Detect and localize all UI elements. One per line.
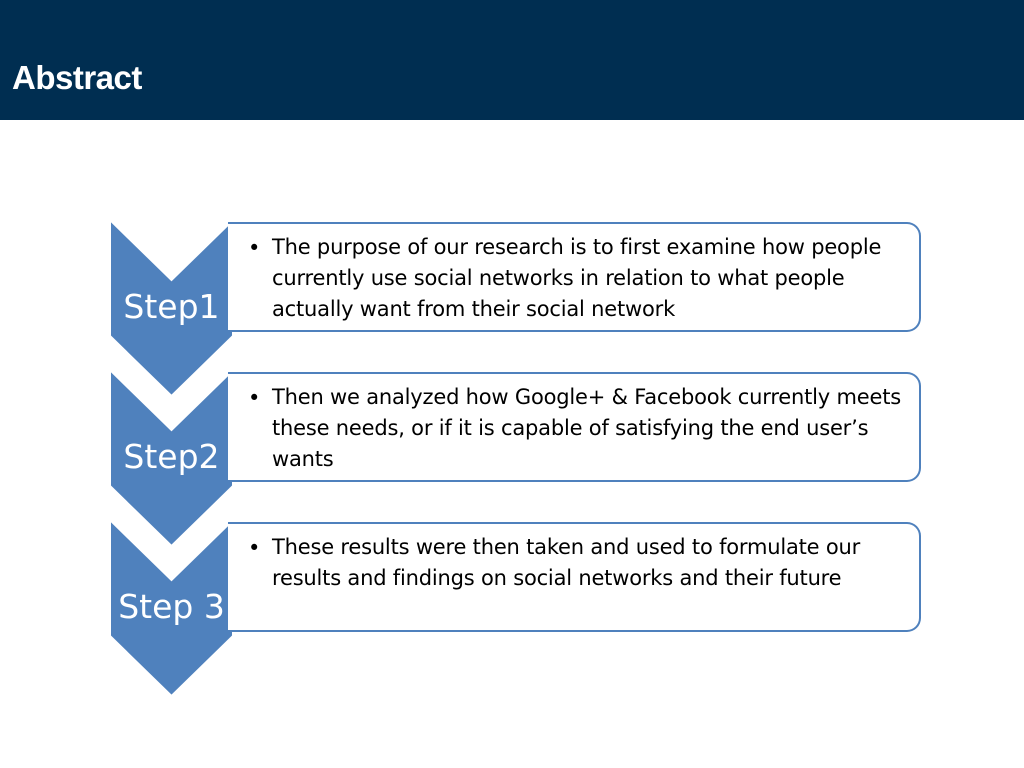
step-3-box: • These results were then taken and used… (228, 522, 921, 632)
header-bar: Abstract (0, 0, 1024, 120)
step-1-chevron (110, 220, 233, 396)
step-2-text: Then we analyzed how Google+ & Facebook … (272, 385, 901, 471)
bullet-icon: • (248, 386, 261, 410)
step-2: Step2 • Then we analyzed how Google+ & F… (0, 370, 1024, 550)
step-2-label: Step2 (123, 437, 220, 476)
bullet-icon: • (248, 236, 261, 260)
step-1: Step1 • The purpose of our research is t… (0, 220, 1024, 400)
step-2-box: • Then we analyzed how Google+ & Faceboo… (228, 372, 921, 482)
step-3-label: Step 3 (118, 587, 225, 626)
bullet-icon: • (248, 536, 261, 560)
step-3: Step 3 • These results were then taken a… (0, 520, 1024, 700)
step-1-label: Step1 (123, 287, 220, 326)
step-3-text: These results were then taken and used t… (272, 535, 861, 590)
slide-title: Abstract (12, 59, 142, 96)
step-1-box: • The purpose of our research is to firs… (228, 222, 921, 332)
step-3-chevron (110, 520, 233, 696)
step-2-chevron (110, 370, 233, 546)
step-1-text: The purpose of our research is to first … (272, 235, 882, 321)
